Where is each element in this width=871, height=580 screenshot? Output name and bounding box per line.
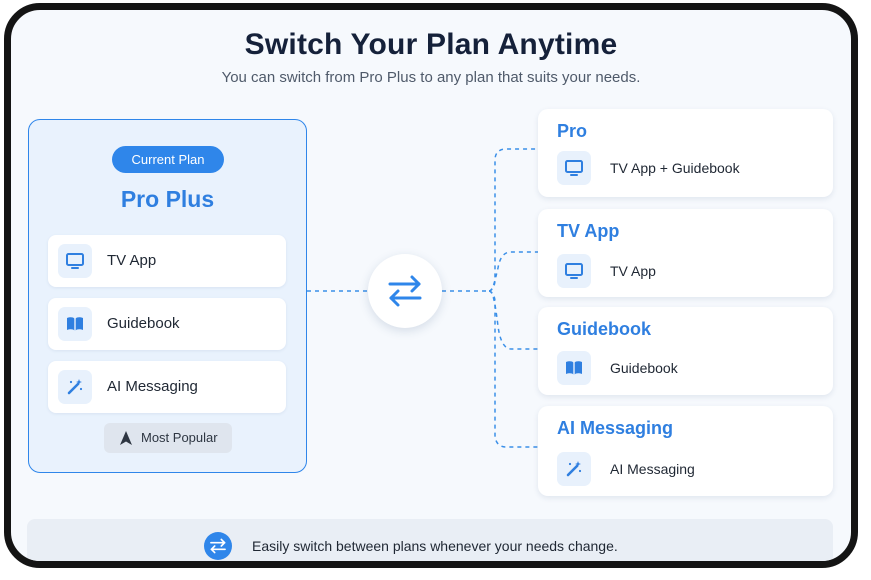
feature-label: AI Messaging [107,378,198,395]
feature-row-guidebook: Guidebook [48,298,286,350]
tv-icon [557,151,591,185]
connector-branch-pro [488,148,538,292]
main-frame: Switch Your Plan Anytime You can switch … [4,3,858,568]
plan-title: AI Messaging [557,418,674,438]
tv-icon [58,244,92,278]
feature-row-tv-app: TV App [48,235,286,287]
current-plan-card[interactable]: Current Plan Pro Plus TV App Guidebook A… [28,119,307,473]
plan-card-pro[interactable]: Pro TV App + Guidebook [538,109,833,197]
feature-row-ai-messaging: AI Messaging [48,361,286,413]
book-icon [557,351,591,385]
swap-arrows-icon [388,275,422,307]
magic-wand-icon [557,452,591,486]
footer-banner: Easily switch between plans whenever you… [27,519,833,561]
plan-title: TV App [557,221,620,241]
plan-feature: TV App [610,263,656,279]
current-plan-name: Pro Plus [120,186,215,212]
current-plan-badge: Current Plan [112,146,224,173]
plan-feature: AI Messaging [610,461,695,477]
connector-branch-ai-messaging [488,290,538,448]
most-popular-label: Most Popular [141,430,218,445]
feature-label: Guidebook [107,315,180,332]
footer-text: Easily switch between plans whenever you… [252,538,618,554]
most-popular-badge: Most Popular [104,423,232,453]
navigation-arrow-icon [120,431,132,445]
feature-label: TV App [107,252,157,269]
magic-wand-icon [58,370,92,404]
swap-arrows-icon [204,532,232,560]
connector-lines [307,148,538,448]
connector-branch-tv-app [488,251,538,292]
plan-card-guidebook[interactable]: Guidebook Guidebook [538,307,833,395]
book-icon [58,307,92,341]
plan-card-ai-messaging[interactable]: AI Messaging AI Messaging [538,406,833,496]
plan-feature: TV App + Guidebook [610,160,740,176]
tv-icon [557,254,591,288]
plan-title: Guidebook [557,319,651,339]
page-subtitle: You can switch from Pro Plus to any plan… [221,69,641,86]
switch-button[interactable] [368,254,442,328]
connector-branch-guidebook [488,290,538,350]
page-title: Switch Your Plan Anytime [244,28,618,61]
plan-card-tv-app[interactable]: TV App TV App [538,209,833,297]
plan-title: Pro [557,121,588,141]
plan-feature: Guidebook [610,360,678,376]
